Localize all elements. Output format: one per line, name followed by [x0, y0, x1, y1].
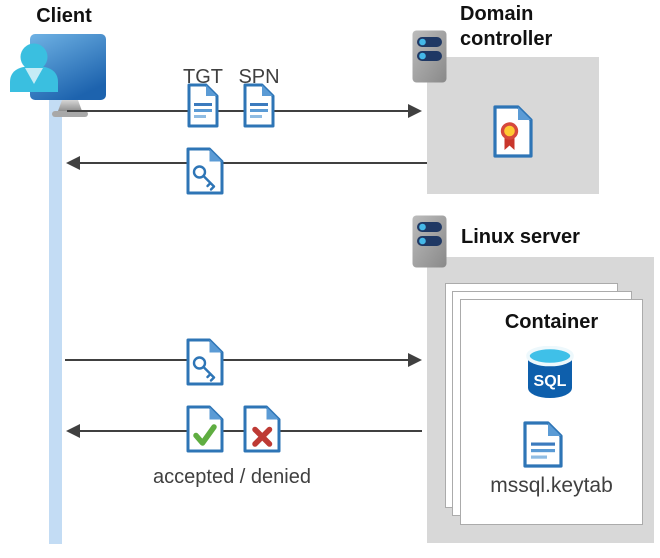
denied-cross-document-icon	[243, 405, 281, 453]
certificate-document-icon	[493, 105, 533, 158]
tgt-document-icon	[187, 83, 219, 128]
domain-controller-server-icon	[412, 30, 447, 83]
spn-label: SPN	[238, 66, 280, 88]
linux-server-server-icon	[412, 215, 447, 268]
client-lifeline	[49, 86, 62, 544]
linux-server-label: Linux server	[461, 226, 580, 248]
arrow-client-to-dc-line	[67, 110, 410, 112]
client-label: Client	[36, 5, 92, 27]
arrow-client-to-dc-head-icon	[408, 104, 422, 118]
arrow-client-to-linux-head-icon	[408, 353, 422, 367]
tgt-label: TGT	[183, 66, 223, 88]
keytab-document-icon	[523, 421, 563, 468]
arrow-client-to-linux-line	[65, 359, 410, 361]
result-label: accepted / denied	[153, 466, 311, 488]
container-card-front	[460, 299, 643, 525]
domain-controller-label: Domain controller	[460, 3, 553, 50]
arrow-dc-to-client-line	[79, 162, 427, 164]
spn-document-icon	[243, 83, 275, 128]
sql-database-icon: SQL	[526, 346, 574, 398]
accepted-check-document-icon	[186, 405, 224, 453]
monitor-user-icon	[10, 34, 106, 117]
sql-badge-text: SQL	[534, 373, 567, 390]
keytab-label: mssql.keytab	[490, 474, 613, 497]
key-document-icon	[186, 147, 224, 195]
key-document-icon	[186, 338, 224, 386]
arrow-linux-to-client-head-icon	[66, 424, 80, 438]
container-label: Container	[504, 311, 599, 333]
arrow-dc-to-client-head-icon	[66, 156, 80, 170]
